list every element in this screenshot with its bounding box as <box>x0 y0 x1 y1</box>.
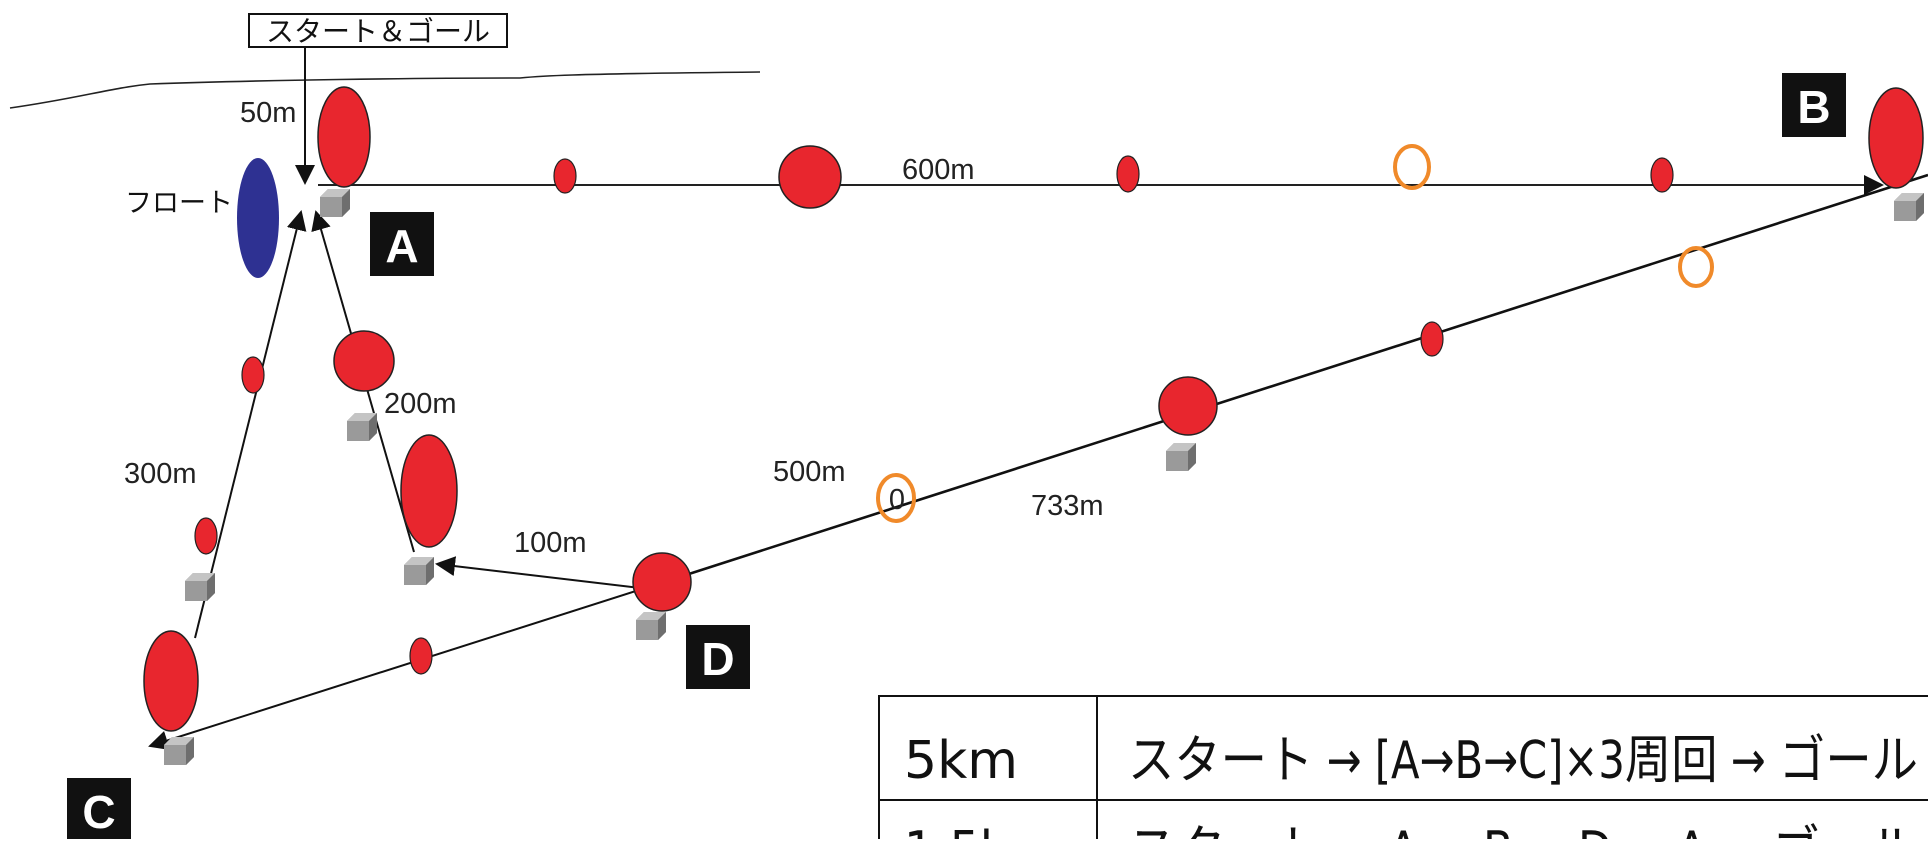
point-a-label: A <box>385 220 418 272</box>
small-buoy <box>194 517 218 555</box>
distance-label: 500m <box>773 456 846 488</box>
marker-zero-label: 0 <box>889 484 905 516</box>
point-a-box <box>370 212 434 276</box>
point-d-label: D <box>701 633 734 685</box>
distance-label: 100m <box>514 527 587 559</box>
ring-marker <box>1678 246 1714 288</box>
course-line-d-to-c <box>148 581 665 751</box>
small-buoy <box>409 637 433 675</box>
float-buoy <box>237 158 279 278</box>
distance-label: 300m <box>124 458 197 490</box>
ring-marker <box>1393 144 1431 190</box>
small-buoy <box>1420 321 1444 357</box>
point-c-box <box>67 778 131 842</box>
small-buoy <box>553 158 577 194</box>
small-buoy <box>1650 157 1674 193</box>
course-line-b-to-d <box>663 173 1928 584</box>
anchor-box <box>1894 193 1924 221</box>
course-line-d-to-inner <box>435 556 641 589</box>
turn-buoy-d <box>632 552 692 612</box>
ring-marker <box>876 473 916 523</box>
table-row-route: スタート → [A→B→C]×3周回 → ゴール <box>1128 731 1918 791</box>
marker-buoy <box>1158 376 1218 436</box>
marker-buoy <box>333 330 395 392</box>
small-buoy <box>1116 155 1140 193</box>
point-b-box <box>1782 73 1846 137</box>
table-row-distance: 1.5km <box>904 821 1054 839</box>
table-row-distance: 5km <box>904 731 1018 791</box>
distance-label: 600m <box>902 154 975 186</box>
float-label: フロート <box>125 188 233 218</box>
anchor-box <box>636 612 666 640</box>
start-goal-box <box>248 13 508 48</box>
shoreline <box>9 71 761 109</box>
point-c-label: C <box>82 786 115 838</box>
anchor-box <box>347 413 377 441</box>
anchor-box <box>404 557 434 585</box>
anchor-box <box>185 573 215 601</box>
anchor-box <box>164 737 194 765</box>
turn-buoy-a <box>317 86 371 188</box>
course-table: 5km スタート → [A→B→C]×3周回 → ゴール 1.5km スタート … <box>878 695 1928 844</box>
marker-buoy <box>778 145 842 209</box>
turn-buoy-c <box>143 630 199 732</box>
turn-buoy-b <box>1868 87 1924 189</box>
course-line-c-to-a <box>194 210 307 639</box>
distance-label: 200m <box>384 388 457 420</box>
turn-buoy-inner <box>400 434 458 548</box>
start-goal-label: スタート＆ゴール <box>266 16 490 47</box>
distance-label: 733m <box>1031 490 1104 522</box>
distance-label: 50m <box>240 97 296 129</box>
small-buoy <box>241 356 265 394</box>
point-d-box <box>686 625 750 689</box>
anchor-box <box>320 189 350 217</box>
anchor-box <box>1166 443 1196 471</box>
point-b-label: B <box>1797 81 1830 133</box>
table-row-route: スタート → A → B → D → A → ゴール <box>1128 821 1918 839</box>
